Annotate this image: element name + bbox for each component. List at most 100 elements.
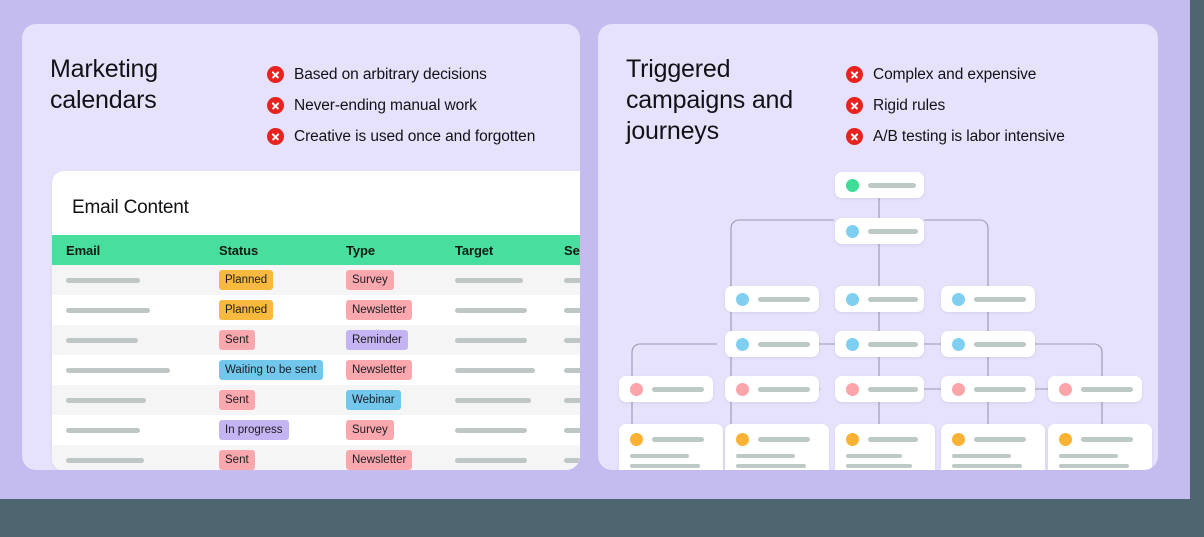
flow-node[interactable] xyxy=(725,331,819,357)
cell-type: Newsletter xyxy=(332,295,441,325)
status-dot-pink xyxy=(846,382,859,396)
flow-leaf-card[interactable] xyxy=(1048,424,1152,470)
status-dot-pink xyxy=(736,382,749,396)
type-badge: Newsletter xyxy=(346,450,413,470)
cell-email xyxy=(52,325,205,355)
bullet-label: Complex and expensive xyxy=(873,65,1037,83)
status-badge: Planned xyxy=(219,270,274,290)
leaf-body-lines xyxy=(1059,454,1141,470)
bullet-label: Creative is used once and forgotten xyxy=(294,127,536,145)
status-badge: In progress xyxy=(219,420,289,440)
status-dot-blue xyxy=(846,292,859,306)
table-row[interactable]: Planned Newsletter xyxy=(52,295,580,325)
flow-node[interactable] xyxy=(835,376,924,402)
cell-type: Webinar xyxy=(332,385,441,415)
table-row[interactable]: Sent Reminder xyxy=(52,325,580,355)
leaf-body-lines xyxy=(952,454,1034,470)
placeholder-bar xyxy=(455,457,527,463)
placeholder-bar xyxy=(455,397,531,403)
flow-node[interactable] xyxy=(835,286,924,312)
flow-leaf-card[interactable] xyxy=(941,424,1045,470)
leaf-body-lines xyxy=(736,454,818,470)
status-badge: Planned xyxy=(219,300,274,320)
status-dot-blue xyxy=(736,337,749,351)
table-row[interactable]: Waiting to be sent Newsletter xyxy=(52,355,580,385)
placeholder-bar xyxy=(66,397,146,403)
placeholder-bar xyxy=(455,307,527,313)
cell-status: Planned xyxy=(205,265,332,295)
placeholder-bar xyxy=(868,437,918,442)
flow-node[interactable] xyxy=(835,331,924,357)
column-header-email[interactable]: Email xyxy=(52,235,205,265)
error-x-icon xyxy=(267,128,284,145)
type-badge: Survey xyxy=(346,420,394,440)
placeholder-bar xyxy=(564,307,580,313)
type-badge: Survey xyxy=(346,270,394,290)
status-dot-blue xyxy=(952,337,965,351)
flow-node[interactable] xyxy=(835,218,924,244)
cell-status: Sent xyxy=(205,325,332,355)
flow-node[interactable] xyxy=(941,331,1035,357)
flow-node-root[interactable] xyxy=(835,172,924,198)
right-panel-bullets: Complex and expensive Rigid rules A/B te… xyxy=(846,59,1065,152)
leaf-header xyxy=(619,433,712,446)
table-row[interactable]: Planned Survey xyxy=(52,265,580,295)
list-item: Rigid rules xyxy=(846,90,1065,121)
flow-leaf-card[interactable] xyxy=(619,424,723,470)
column-header-sending[interactable]: Sending xyxy=(550,235,580,265)
status-dot-pink xyxy=(1059,382,1072,396)
placeholder-bar xyxy=(564,457,580,463)
status-dot-amber xyxy=(736,433,749,446)
placeholder-bar xyxy=(455,277,523,283)
bullet-label: Based on arbitrary decisions xyxy=(294,65,487,83)
error-x-icon xyxy=(267,66,284,83)
status-dot-amber xyxy=(1059,433,1072,446)
column-header-status[interactable]: Status xyxy=(205,235,332,265)
page-title: Triggered campaigns and journeys xyxy=(626,55,793,145)
flow-leaf-card[interactable] xyxy=(725,424,829,470)
cell-status: Waiting to be sent xyxy=(205,355,332,385)
flow-leaf-card[interactable] xyxy=(835,424,935,470)
leaf-body-lines xyxy=(846,454,924,470)
cell-target xyxy=(441,445,550,470)
table-row[interactable]: Sent Newsletter xyxy=(52,445,580,470)
placeholder-bar xyxy=(974,341,1026,347)
placeholder-bar xyxy=(564,397,580,403)
flow-node[interactable] xyxy=(725,286,819,312)
error-x-icon xyxy=(267,97,284,114)
leaf-header xyxy=(835,433,924,446)
email-content-table: Email Status Type Target Sending Planned… xyxy=(52,235,580,470)
cell-sending xyxy=(550,415,580,445)
cell-target xyxy=(441,265,550,295)
left-panel-header: Marketing calendars Based on arbitrary d… xyxy=(50,54,535,152)
flow-node[interactable] xyxy=(941,286,1035,312)
flow-node[interactable] xyxy=(1048,376,1142,402)
placeholder-bar xyxy=(564,337,580,343)
cell-status: Sent xyxy=(205,445,332,470)
leaf-header xyxy=(941,433,1034,446)
status-badge: Sent xyxy=(219,450,255,470)
placeholder-bar xyxy=(974,296,1026,302)
table-row[interactable]: Sent Webinar xyxy=(52,385,580,415)
triggered-campaigns-panel: Triggered campaigns and journeys Complex… xyxy=(598,24,1158,470)
placeholder-bar xyxy=(66,457,144,463)
status-dot-pink xyxy=(952,382,965,396)
type-badge: Webinar xyxy=(346,390,401,410)
cell-type: Survey xyxy=(332,265,441,295)
column-header-target[interactable]: Target xyxy=(441,235,550,265)
column-header-type[interactable]: Type xyxy=(332,235,441,265)
placeholder-bar xyxy=(868,228,918,234)
placeholder-bar xyxy=(455,367,535,373)
flow-node[interactable] xyxy=(941,376,1035,402)
placeholder-bar xyxy=(455,427,527,433)
status-dot-pink xyxy=(630,382,643,396)
status-dot-amber xyxy=(952,433,965,446)
list-item: A/B testing is labor intensive xyxy=(846,121,1065,152)
flow-node[interactable] xyxy=(725,376,819,402)
bullet-label: A/B testing is labor intensive xyxy=(873,127,1065,145)
card-title: Email Content xyxy=(72,197,189,218)
leaf-header xyxy=(1048,433,1141,446)
flow-node[interactable] xyxy=(619,376,713,402)
table-row[interactable]: In progress Survey xyxy=(52,415,580,445)
status-dot-amber xyxy=(630,433,643,446)
